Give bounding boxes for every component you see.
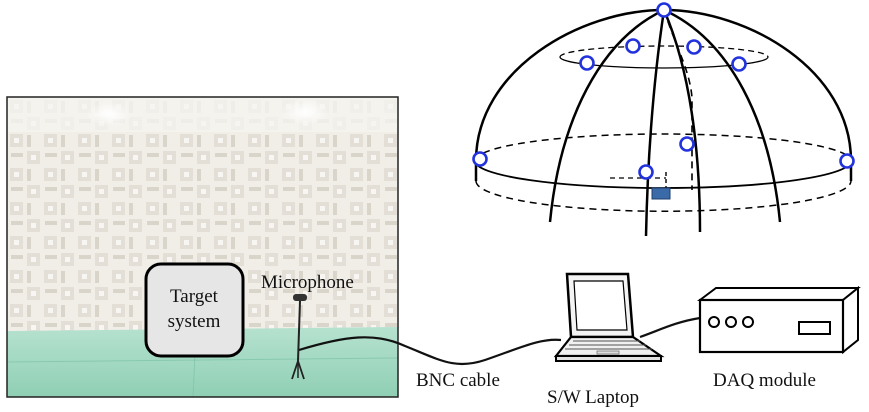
meridian-right	[663, 8, 782, 223]
target-system-box: Target system	[144, 262, 245, 358]
usb-cable	[639, 316, 701, 339]
microphone-stand-icon	[291, 294, 307, 380]
bnc-cable-label: BNC cable	[416, 370, 500, 391]
base-ellipse-back	[474, 133, 852, 162]
mic-marker-right	[839, 153, 855, 169]
mic-marker-front	[638, 164, 654, 180]
mic-marker-upper-back-left	[625, 38, 641, 54]
mic-marker-upper-right	[731, 56, 747, 72]
dome-outline	[474, 8, 853, 181]
daq-module-icon	[697, 285, 861, 355]
ceiling-light-left	[87, 102, 131, 126]
inner-dashed-meridian	[663, 9, 693, 190]
reference-box	[651, 187, 671, 200]
ceiling-light-right	[281, 99, 329, 125]
mic-marker-top	[656, 2, 672, 18]
bnc-cable	[298, 336, 562, 366]
mic-marker-left	[472, 151, 488, 167]
target-system-label-line2: system	[168, 311, 221, 332]
room-ceiling	[7, 97, 398, 132]
bottom-rim	[475, 180, 852, 212]
upper-ring-back	[559, 45, 769, 58]
hemisphere-microphone-array	[474, 8, 853, 237]
upper-ring-front	[559, 56, 769, 69]
mic-markers	[472, 2, 855, 180]
meridian-center	[644, 9, 666, 237]
base-ellipse-front	[474, 160, 852, 189]
microphone-label: Microphone	[261, 272, 354, 293]
mic-marker-inner	[679, 136, 695, 152]
laptop-label: S/W Laptop	[547, 387, 639, 408]
mic-marker-upper-left	[579, 55, 595, 71]
meridian-left	[548, 8, 665, 223]
laptop-icon	[553, 272, 665, 362]
room-floor	[7, 327, 398, 397]
daq-module-label: DAQ module	[713, 370, 816, 391]
target-system-label-line1: Target	[170, 286, 219, 307]
mic-marker-upper-back-right	[686, 39, 702, 55]
photo-frame	[6, 96, 399, 398]
